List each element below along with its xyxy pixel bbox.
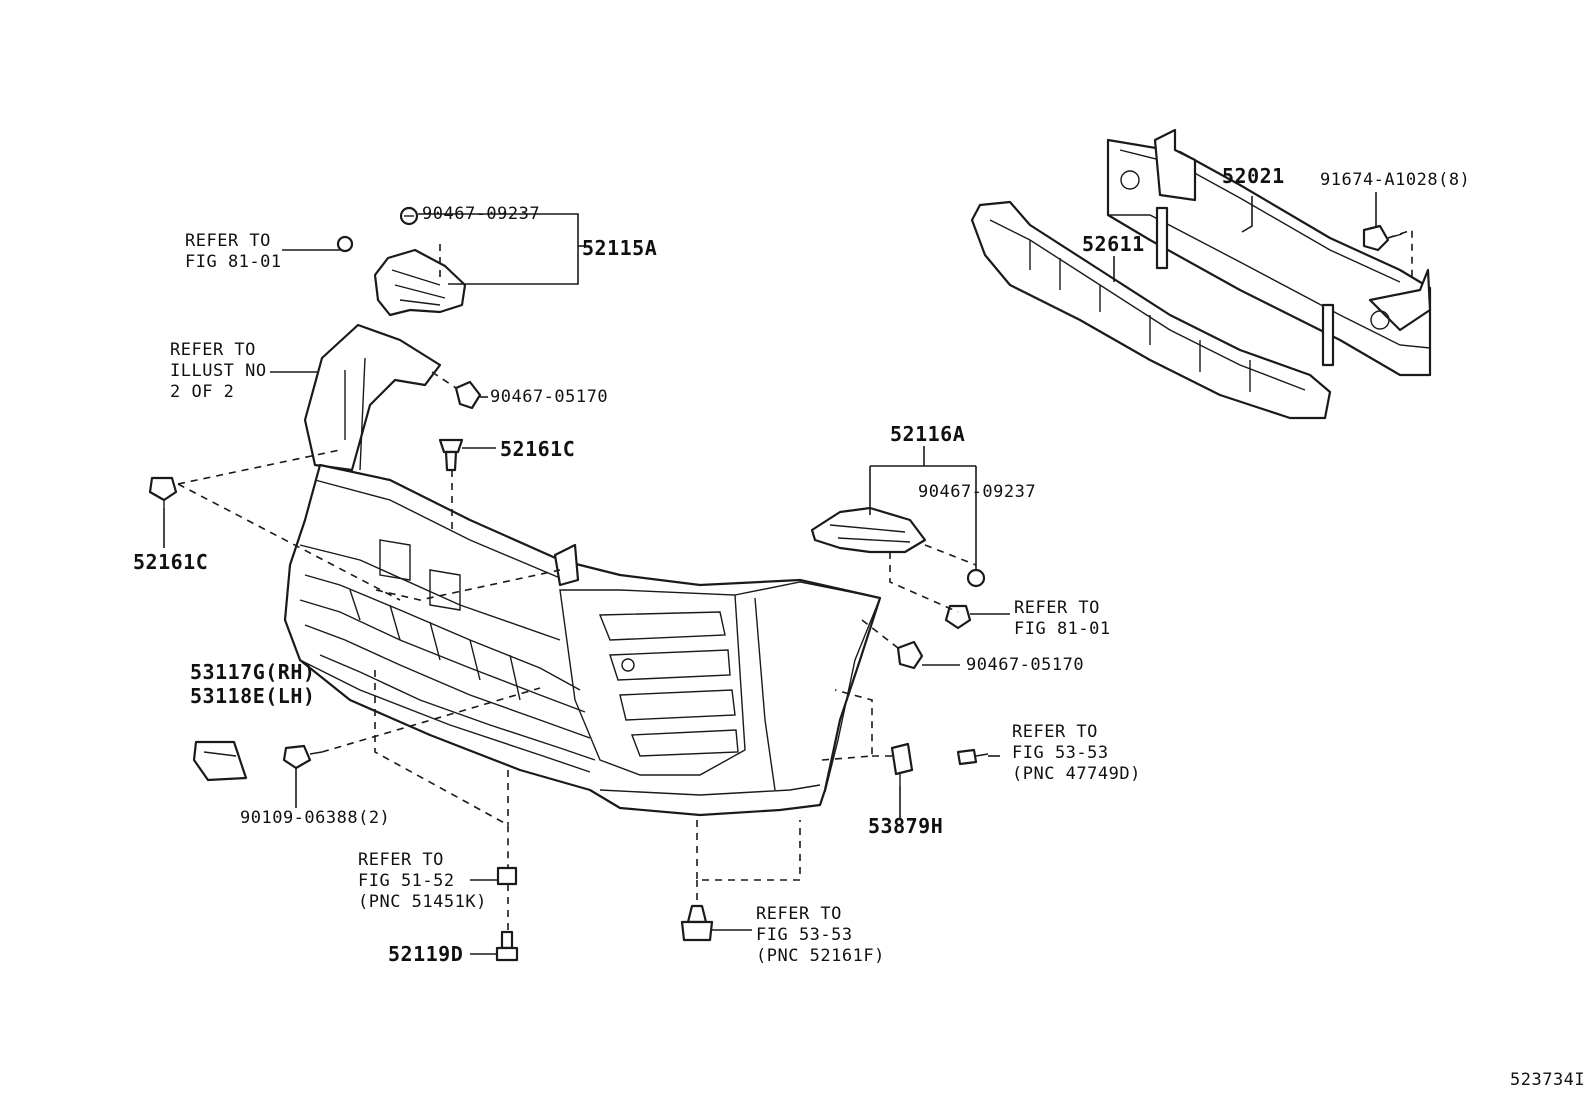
side-bracket-52116A <box>810 506 927 554</box>
clip-icon <box>438 438 464 472</box>
upper-bracket-52115A <box>373 248 467 317</box>
bolt-icon <box>282 744 323 770</box>
bolt-icon <box>336 235 354 253</box>
screw-icon <box>956 748 989 766</box>
leader-lines <box>163 192 1377 955</box>
refer-to-fig-53-53-pnc-47749D: REFER TO FIG 53-53 (PNC 47749D) <box>1012 722 1141 784</box>
sensor-bracket-icon <box>890 742 914 786</box>
clip-icon <box>454 380 482 410</box>
part-number-52119D: 52119D <box>388 942 464 966</box>
assembly-lines <box>177 228 1413 932</box>
part-number-90109-06388: 90109-06388(2) <box>240 808 391 828</box>
part-number-90467-05170-top: 90467-05170 <box>490 387 609 407</box>
part-number-91674-A1028: 91674-A1028(8) <box>1320 170 1471 190</box>
bolt-icon <box>944 604 972 630</box>
bolt-icon <box>1362 224 1403 252</box>
part-number-52611: 52611 <box>1082 232 1145 256</box>
clip-icon <box>148 476 178 508</box>
clip-icon <box>680 904 714 942</box>
part-number-90467-05170-right: 90467-05170 <box>966 655 1085 675</box>
part-number-52161C-left: 52161C <box>133 550 209 574</box>
part-number-52161C-mid: 52161C <box>500 437 576 461</box>
part-number-52115A: 52115A <box>582 236 658 260</box>
part-number-52116A: 52116A <box>890 422 966 446</box>
figure-id: 523734I <box>1510 1070 1586 1090</box>
reflector-icon <box>192 740 248 782</box>
refer-to-fig-53-53-pnc-52161F: REFER TO FIG 53-53 (PNC 52161F) <box>756 904 885 966</box>
energy-absorber <box>970 200 1332 420</box>
bolt-icon <box>495 930 519 962</box>
refer-to-fig-81-01-top: REFER TO FIG 81-01 <box>185 231 282 272</box>
bumper-reinforcement <box>1106 128 1432 377</box>
refer-to-fig-51-52: REFER TO FIG 51-52 (PNC 51451K) <box>358 850 487 912</box>
part-number-53117G-53118E: 53117G(RH) 53118E(LH) <box>190 660 316 708</box>
clip-icon <box>896 640 924 670</box>
refer-to-illust-no: REFER TO ILLUST NO 2 OF 2 <box>170 340 267 402</box>
part-number-53879H: 53879H <box>868 814 944 838</box>
part-number-52021: 52021 <box>1222 164 1285 188</box>
part-number-90467-09237-right: 90467-09237 <box>918 482 1037 502</box>
refer-to-fig-81-01-right: REFER TO FIG 81-01 <box>1014 598 1111 639</box>
front-bumper-cover <box>283 323 882 817</box>
screw-icon <box>966 568 986 588</box>
nut-icon <box>496 866 518 886</box>
screw-icon <box>399 206 419 226</box>
part-number-90467-09237-top: 90467-09237 <box>422 204 541 224</box>
